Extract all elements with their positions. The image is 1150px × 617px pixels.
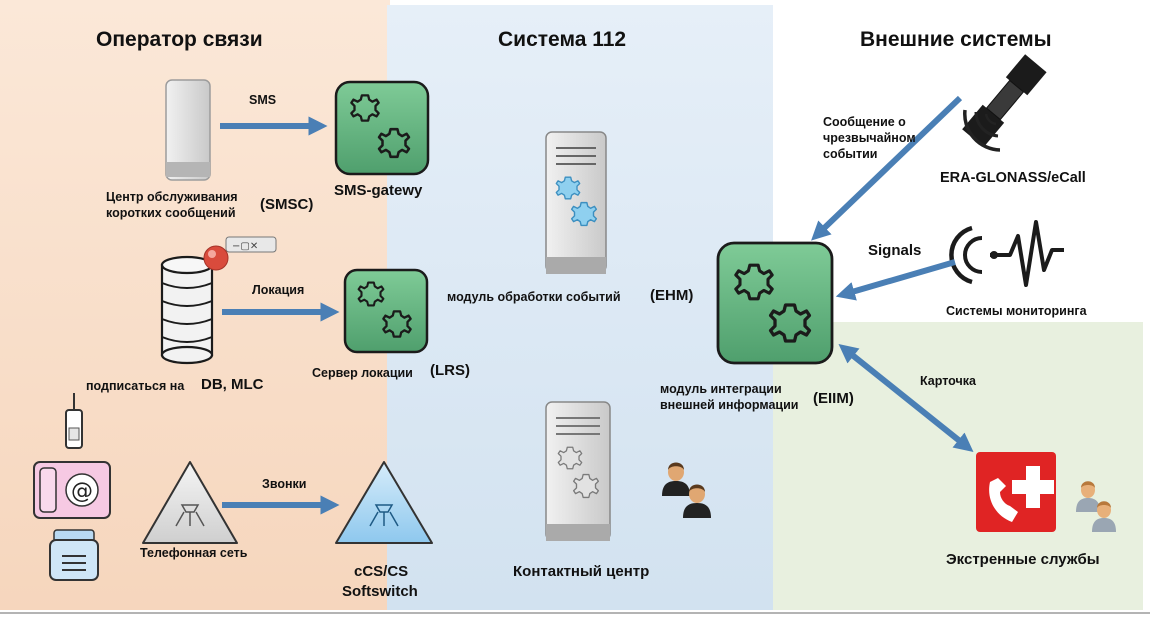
eiim-label-line1: модуль интеграции [660, 382, 782, 396]
card-arrow [838, 344, 974, 452]
sms-gateway-label: SMS-gatewy [334, 182, 423, 199]
softswitch-label-line2: Softswitch [342, 583, 418, 600]
smsc-label-line2: коротких сообщений [106, 206, 236, 220]
calls-arrow-label: Звонки [262, 477, 307, 491]
db-subscribe-label: подписаться на [86, 379, 185, 393]
sms-gateway-icon [334, 80, 430, 176]
signal-wave-icon [949, 220, 1064, 287]
signals-arrow [835, 259, 956, 301]
svg-text:@: @ [71, 479, 93, 504]
signals-label: Signals [868, 242, 922, 259]
smsc-label-line1: Центр обслуживания [106, 190, 238, 204]
svg-text:−▢✕: −▢✕ [232, 241, 258, 252]
smsc-abbr: (SMSC) [260, 196, 314, 213]
contact-center-server-icon [545, 401, 611, 541]
phone-network-label: Телефонная сеть [140, 546, 248, 560]
emergency-services-label: Экстренные службы [946, 551, 1100, 568]
fax-icon [49, 529, 99, 581]
phone-network-icon [142, 461, 238, 544]
system112-column-title: Система 112 [498, 28, 627, 51]
emergency-message-line1: Сообщение о [823, 115, 906, 129]
operator-column-title: Оператор связи [96, 28, 263, 51]
ehm-server-icon [545, 131, 607, 274]
database-icon: −▢✕ [160, 236, 277, 365]
era-glonass-label: ERA-GLONASS/eCall [940, 170, 1086, 186]
era-glonass-arrow [811, 95, 963, 241]
ehm-label: модуль обработки событий [447, 290, 621, 304]
mobile-phone-icon [65, 393, 83, 449]
external-column-title: Внешние системы [860, 28, 1052, 51]
eiim-module-icon [716, 241, 834, 365]
lrs-abbr: (LRS) [430, 362, 470, 379]
emergency-message-line3: событии [823, 147, 878, 161]
email-phone-icon: @ [33, 461, 111, 519]
ehm-abbr: (EHM) [650, 287, 694, 304]
location-arrow-label: Локация [252, 283, 305, 297]
db-abbr: DB, MLC [201, 376, 264, 393]
card-label: Карточка [920, 374, 976, 388]
lrs-label: Сервер локации [312, 366, 413, 380]
eiim-abbr: (EIIM) [813, 390, 854, 407]
smsc-server [165, 79, 211, 181]
sms-arrow-label: SMS [249, 93, 277, 107]
contact-center-label: Контактный центр [513, 563, 650, 580]
monitoring-label: Системы мониторинга [946, 304, 1087, 318]
eiim-label-line2: внешней информации [660, 398, 799, 412]
softswitch-label-line1: cCS/CS [354, 563, 409, 580]
satellite-icon [962, 54, 1047, 152]
lrs-server-icon [343, 268, 429, 354]
softswitch-icon [335, 461, 433, 544]
emergency-message-line2: чрезвычайном [823, 131, 916, 145]
emergency-phone-icon [976, 452, 1056, 532]
